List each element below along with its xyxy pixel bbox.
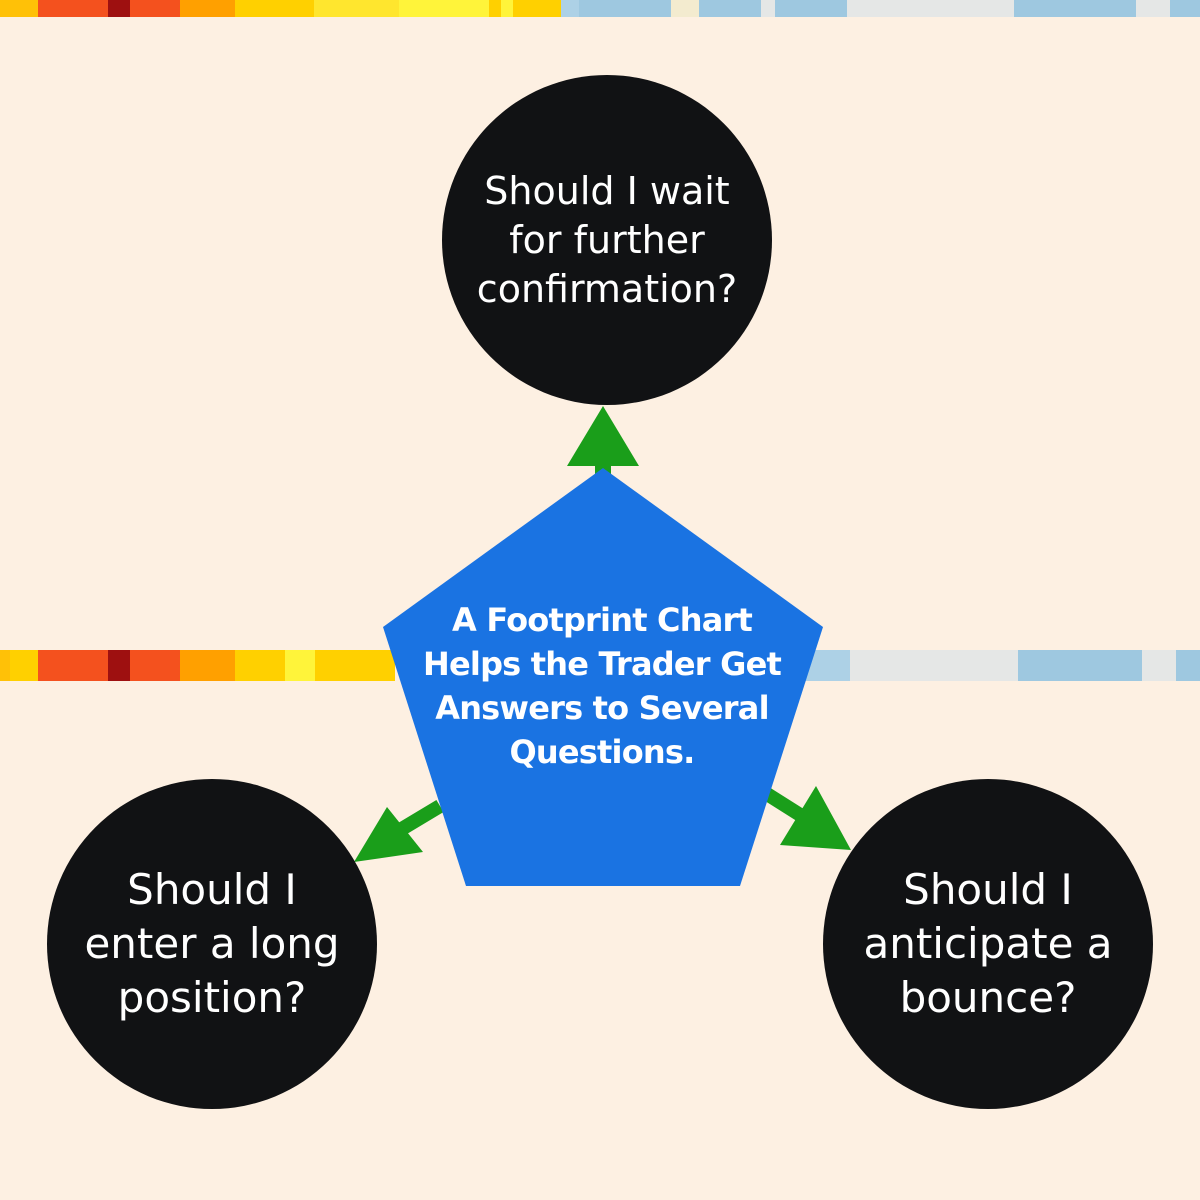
- question-circle-right: Should I anticipate a bounce?: [823, 779, 1153, 1109]
- question-circle-left: Should I enter a long position?: [47, 779, 377, 1109]
- question-right-text: Should I anticipate a bounce?: [863, 865, 1113, 1022]
- arrow-left: [354, 799, 444, 862]
- top-color-stripe: [0, 0, 1200, 17]
- middle-color-stripe: [0, 650, 1200, 681]
- question-left-text: Should I enter a long position?: [84, 865, 340, 1022]
- question-circle-top: Should I wait for further confirmation?: [442, 75, 772, 405]
- center-pentagon: [383, 468, 823, 886]
- question-top-text: Should I wait for further confirmation?: [476, 168, 738, 311]
- arrow-right: [763, 786, 851, 850]
- center-topic-text: A Footprint Chart Helps the Trader Get A…: [423, 601, 782, 771]
- arrow-up-head: [567, 406, 639, 466]
